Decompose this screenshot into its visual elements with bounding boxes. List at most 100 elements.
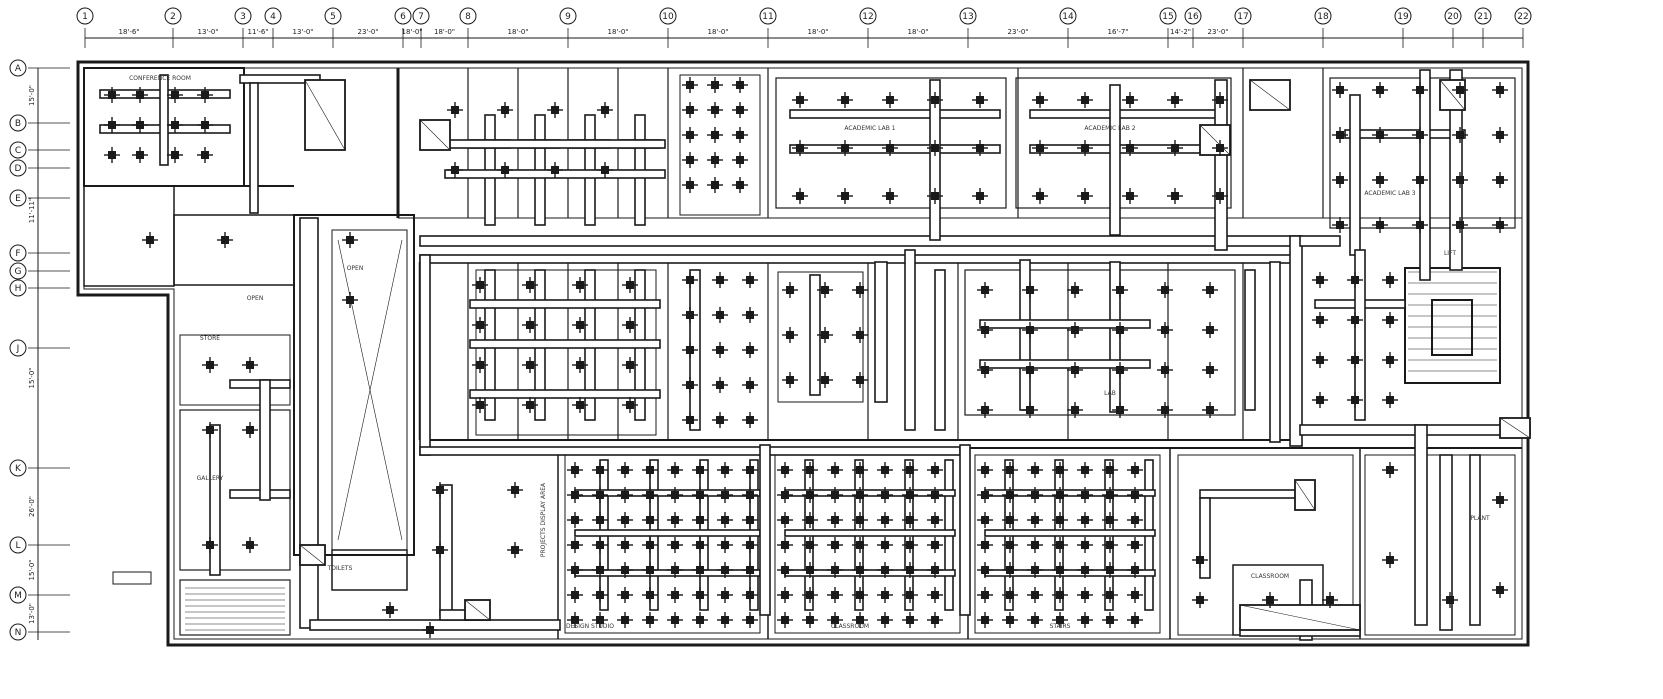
supply-diffuser (977, 322, 993, 338)
column-dimension: 18'-0" (507, 28, 528, 36)
supply-diffuser (622, 317, 638, 333)
grid-bubble-column (164, 7, 182, 25)
grid-bubble-column (76, 7, 94, 25)
supply-diffuser (642, 487, 658, 503)
duct-run (419, 254, 431, 456)
supply-diffuser (167, 117, 183, 133)
duct-run (1029, 109, 1226, 119)
supply-diffuser (777, 512, 793, 528)
supply-diffuser (567, 462, 583, 478)
supply-diffuser (1127, 537, 1143, 553)
supply-diffuser (1412, 217, 1428, 233)
supply-diffuser (1492, 492, 1508, 508)
grid-bubble-row-label: C (15, 146, 21, 156)
supply-diffuser (802, 587, 818, 603)
supply-diffuser (617, 587, 633, 603)
supply-diffuser (692, 587, 708, 603)
supply-diffuser (497, 102, 513, 118)
supply-diffuser (104, 87, 120, 103)
supply-diffuser (712, 342, 728, 358)
supply-diffuser (827, 512, 843, 528)
supply-diffuser (572, 397, 588, 413)
supply-diffuser (1052, 587, 1068, 603)
supply-diffuser (902, 487, 918, 503)
room-label: OPEN (347, 265, 364, 272)
supply-diffuser (742, 612, 758, 628)
supply-diffuser (827, 612, 843, 628)
grid-bubble-column-label: 4 (270, 12, 276, 22)
duct-run (1449, 69, 1463, 271)
supply-diffuser (472, 317, 488, 333)
unit-cross (1439, 79, 1466, 111)
duct-run (934, 269, 946, 431)
supply-diffuser (202, 357, 218, 373)
supply-diffuser (732, 152, 748, 168)
supply-diffuser (1442, 592, 1458, 608)
grid-bubble-column-label: 16 (1187, 12, 1199, 22)
supply-diffuser (707, 152, 723, 168)
wall (974, 454, 1161, 634)
grid-bubble-column-label: 9 (565, 12, 571, 22)
supply-diffuser (142, 232, 158, 248)
supply-diffuser (732, 77, 748, 93)
supply-diffuser (1167, 188, 1183, 204)
supply-diffuser (567, 512, 583, 528)
supply-diffuser (1332, 217, 1348, 233)
supply-diffuser (242, 422, 258, 438)
wall (83, 185, 175, 287)
supply-diffuser (782, 372, 798, 388)
grid-bubble-row-label: D (15, 164, 22, 174)
supply-diffuser (792, 140, 808, 156)
supply-diffuser (717, 612, 733, 628)
supply-diffuser (882, 92, 898, 108)
supply-diffuser (592, 587, 608, 603)
supply-diffuser (1492, 82, 1508, 98)
grid-bubble-column-label: 21 (1477, 12, 1488, 22)
supply-diffuser (667, 587, 683, 603)
wall (775, 77, 1007, 209)
grid-bubble-column-label: 17 (1237, 12, 1248, 22)
supply-diffuser (827, 462, 843, 478)
exterior-wall (76, 60, 1530, 647)
column-dimension: 13'-0" (292, 28, 313, 36)
supply-diffuser (567, 612, 583, 628)
room-label: CLASSROOM (1251, 573, 1289, 580)
grid-bubble-row-label: B (15, 119, 21, 129)
supply-diffuser (382, 602, 398, 618)
supply-diffuser (342, 292, 358, 308)
supply-diffuser (707, 77, 723, 93)
wall (293, 214, 415, 556)
supply-diffuser (852, 562, 868, 578)
supply-diffuser (197, 147, 213, 163)
supply-diffuser (572, 357, 588, 373)
supply-diffuser (522, 397, 538, 413)
supply-diffuser (617, 512, 633, 528)
supply-diffuser (977, 487, 993, 503)
supply-diffuser (1202, 402, 1218, 418)
duct-run (1419, 69, 1431, 281)
supply-diffuser (1027, 512, 1043, 528)
supply-diffuser (1492, 172, 1508, 188)
supply-diffuser (902, 562, 918, 578)
supply-diffuser (927, 512, 943, 528)
grid-bubble-column (1474, 7, 1492, 25)
supply-diffuser (977, 462, 993, 478)
supply-diffuser (1157, 282, 1173, 298)
supply-diffuser (802, 537, 818, 553)
supply-diffuser (977, 587, 993, 603)
supply-diffuser (1067, 322, 1083, 338)
supply-diffuser (1212, 188, 1228, 204)
supply-diffuser (1112, 282, 1128, 298)
grid-bubble-row-label: A (15, 64, 22, 74)
supply-diffuser (567, 537, 583, 553)
grid-bubble-column (559, 7, 577, 25)
key-box (112, 571, 152, 585)
supply-diffuser (1372, 172, 1388, 188)
duct-run (469, 339, 661, 349)
supply-diffuser (1347, 272, 1363, 288)
supply-diffuser (472, 277, 488, 293)
unit-cross (1239, 604, 1361, 631)
supply-diffuser (927, 92, 943, 108)
supply-diffuser (717, 487, 733, 503)
